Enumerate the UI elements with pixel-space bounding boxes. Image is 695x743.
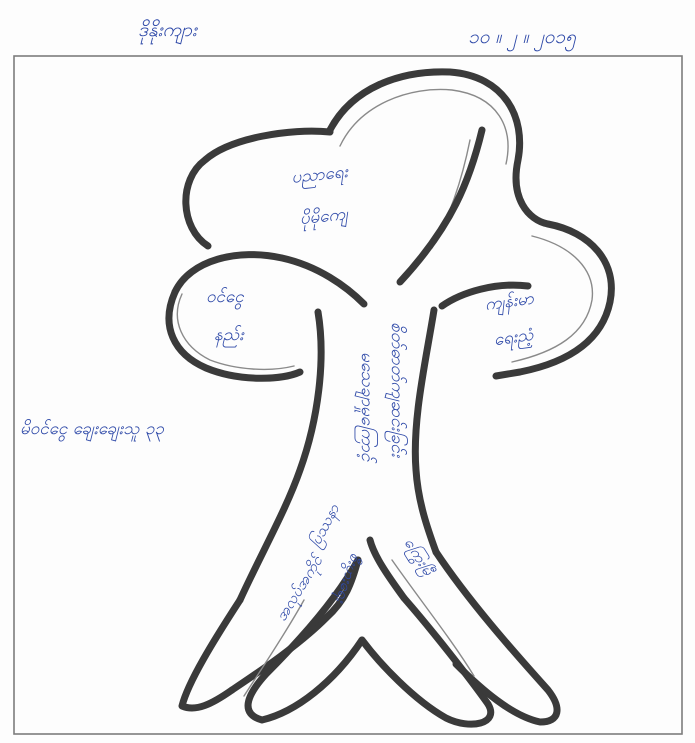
tree-roots-outline [182,540,557,724]
root-label-3: စီးပွားရေး [329,550,365,606]
header-date: ၁၀ ။ ၂ ။ ၂၀၁၅ [468,26,576,52]
page-frame [14,56,682,734]
trunk-left-label: မသေချာမှုကြောင့် [354,352,378,464]
crown-left-line-1: ဝင်ငွေ [206,287,244,310]
crown-top-line-1: ပညာရေး [290,162,350,191]
side-note: မိဝင်ငွေ ချေးချေးသူ ၃၃ [20,419,164,442]
root-label-1: ပြဿနာ [306,500,346,551]
trunk-right-label: စိတ်ဓာတ်ကျဆင်းခြင်း [384,322,408,459]
crown-left-line-2: နည်း [214,325,245,348]
crown-right-label: ကျန်းမာ ရေးညံ့ [484,288,542,353]
crown-top-label: ပညာရေး ပိုမိုကျေ [290,162,355,233]
crown-right-line-1: ကျန်းမာ [484,288,537,318]
crown-top-line-2: ပိုမိုကျေ [299,204,350,232]
header-name: ဒိုနိုးကျား [138,19,198,45]
crown-left-label: ဝင်ငွေ နည်း [206,287,245,348]
crown-right-line-2: ရေးညံ့ [492,325,535,353]
